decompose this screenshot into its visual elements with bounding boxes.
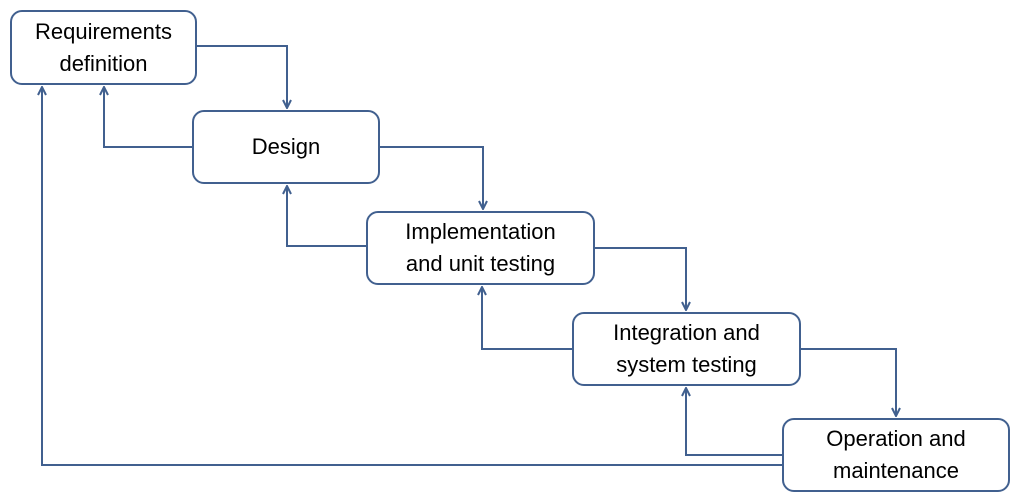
stage-label: Integration and system testing xyxy=(613,320,760,377)
stage-requirements-definition: Requirements definition xyxy=(10,10,197,85)
stage-label: Implementation and unit testing xyxy=(405,219,556,276)
stage-label: Design xyxy=(251,134,321,159)
stage-integration-and-system-testing: Integration and system testing xyxy=(572,312,801,386)
arrow-design-to-implementation xyxy=(380,146,483,209)
feedback-arrow-integration-to-implementation xyxy=(482,287,572,350)
feedback-arrow-operation-to-integration xyxy=(686,388,782,456)
feedback-arrow-operation-to-requirements xyxy=(42,87,782,466)
stage-label: Operation and maintenance xyxy=(826,426,966,483)
arrow-implementation-to-integration xyxy=(595,247,686,310)
stage-label: Requirements definition xyxy=(35,18,172,76)
stage-operation-and-maintenance: Operation and maintenance xyxy=(782,418,1010,492)
feedback-arrow-design-to-requirements xyxy=(104,87,192,148)
arrow-integration-to-operation xyxy=(801,348,896,416)
feedback-arrow-implementation-to-design xyxy=(287,186,366,247)
stage-implementation-and-unit-testing: Implementation and unit testing xyxy=(366,211,595,285)
arrow-requirements-to-design xyxy=(197,45,287,108)
stage-design: Design xyxy=(192,110,380,184)
